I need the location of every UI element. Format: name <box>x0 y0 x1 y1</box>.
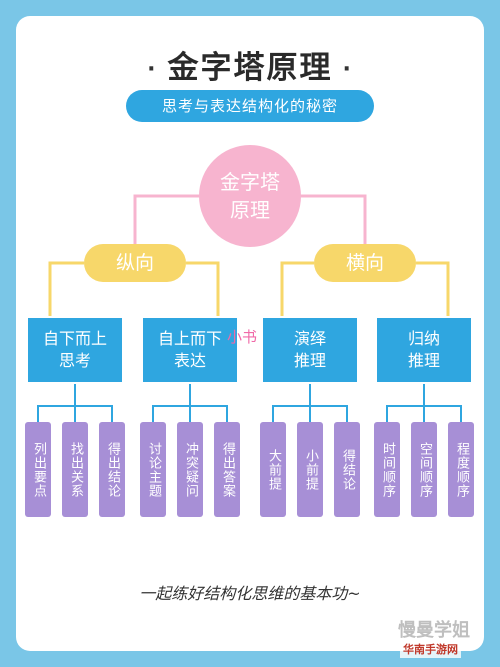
leaf-time-order: 时间顺序 <box>374 422 400 517</box>
root-to-vertical-line <box>133 194 199 244</box>
subtitle-badge: 思考与表达结构化的秘密 <box>126 90 374 122</box>
title-dot-right: · <box>342 57 353 82</box>
branch-vertical: 纵向 <box>84 244 186 282</box>
leaf-major-premise: 大前提 <box>260 422 286 517</box>
page-title: · 金字塔原理 · <box>0 42 500 87</box>
group-bottom-up-thinking: 自下而上 思考 <box>26 316 124 384</box>
leaf-find-relations: 找出关系 <box>62 422 88 517</box>
leaf-get-answer: 得出答案 <box>214 422 240 517</box>
leaf-space-order: 空间顺序 <box>411 422 437 517</box>
leaf-conclusion: 得结论 <box>334 422 360 517</box>
leaf-discuss-topic: 讨论主题 <box>140 422 166 517</box>
watermark-site: 华南手游网 <box>400 640 461 658</box>
root-to-horizontal-line <box>301 194 367 244</box>
branch-horizontal: 横向 <box>314 244 416 282</box>
watermark-brand: 慢曼学姐 <box>398 620 470 641</box>
horizontal-to-groups-line <box>280 261 450 316</box>
title-dot-left: · <box>147 57 158 82</box>
leaf-list-points: 列出要点 <box>25 422 51 517</box>
group1-leaves-line <box>37 384 113 422</box>
group-top-down-expression: 自上而下 表达 <box>141 316 239 384</box>
watermark-small: 小书 <box>227 328 258 346</box>
group2-leaves-line <box>152 384 228 422</box>
leaf-conflict-question: 冲突疑问 <box>177 422 203 517</box>
footer-caption: 一起练好结构化思维的基本功~ <box>139 584 361 603</box>
group3-leaves-line <box>272 384 348 422</box>
group4-leaves-line <box>386 384 462 422</box>
leaf-degree-order: 程度顺序 <box>448 422 474 517</box>
root-node: 金字塔 原理 <box>199 145 301 247</box>
leaf-minor-premise: 小前提 <box>297 422 323 517</box>
vertical-to-groups-line <box>48 261 220 316</box>
title-text: 金字塔原理 <box>167 50 333 86</box>
group-inductive-reasoning: 归纳 推理 <box>375 316 473 384</box>
leaf-draw-conclusion: 得出结论 <box>99 422 125 517</box>
root-label: 金字塔 原理 <box>220 170 280 222</box>
group-deductive-reasoning: 演绎 推理 <box>261 316 359 384</box>
